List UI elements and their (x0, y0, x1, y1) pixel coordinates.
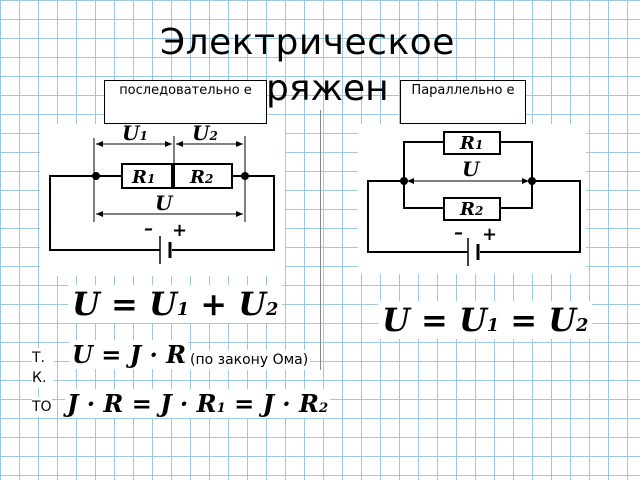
series-circuit-diagram: U1 U2 R1 R2 U – + (40, 121, 285, 276)
series-r1-label: R1 (131, 167, 155, 188)
parallel-circuit-diagram: R1 U R2 – + (358, 124, 586, 274)
parallel-u-label: U (462, 157, 481, 181)
series-u2-label: U2 (192, 124, 218, 145)
parallel-connection-tag: Параллельно е (400, 80, 526, 124)
series-plus-sign: + (172, 220, 187, 241)
parallel-voltage-formula: U = U1 = U2 (378, 301, 593, 339)
ohm-law-note: (по закону Ома) (188, 350, 311, 370)
parallel-minus-sign: – (454, 222, 463, 243)
series-connection-tag: последовательно е (104, 80, 267, 124)
title-line-2: ряжен (266, 68, 389, 109)
ohm-law-formula: U = J · R (70, 340, 189, 369)
series-r2-label: R2 (189, 167, 213, 188)
therefore-word: ТО (32, 397, 52, 417)
parallel-r1-label: R1 (459, 133, 483, 154)
parallel-plus-sign: + (482, 224, 497, 245)
series-u-label: U (155, 191, 174, 215)
title-line-1: Электрическое (160, 22, 455, 63)
current-resistance-chain-formula: J · R = J · R1 = J · R2 (65, 389, 331, 418)
divider (320, 110, 321, 370)
series-voltage-formula: U = U1 + U2 (68, 285, 283, 323)
series-u1-label: U1 (122, 124, 148, 145)
parallel-r2-label: R2 (459, 199, 483, 220)
since-abbreviation: Т. К. (32, 348, 54, 388)
series-minus-sign: – (144, 218, 153, 239)
